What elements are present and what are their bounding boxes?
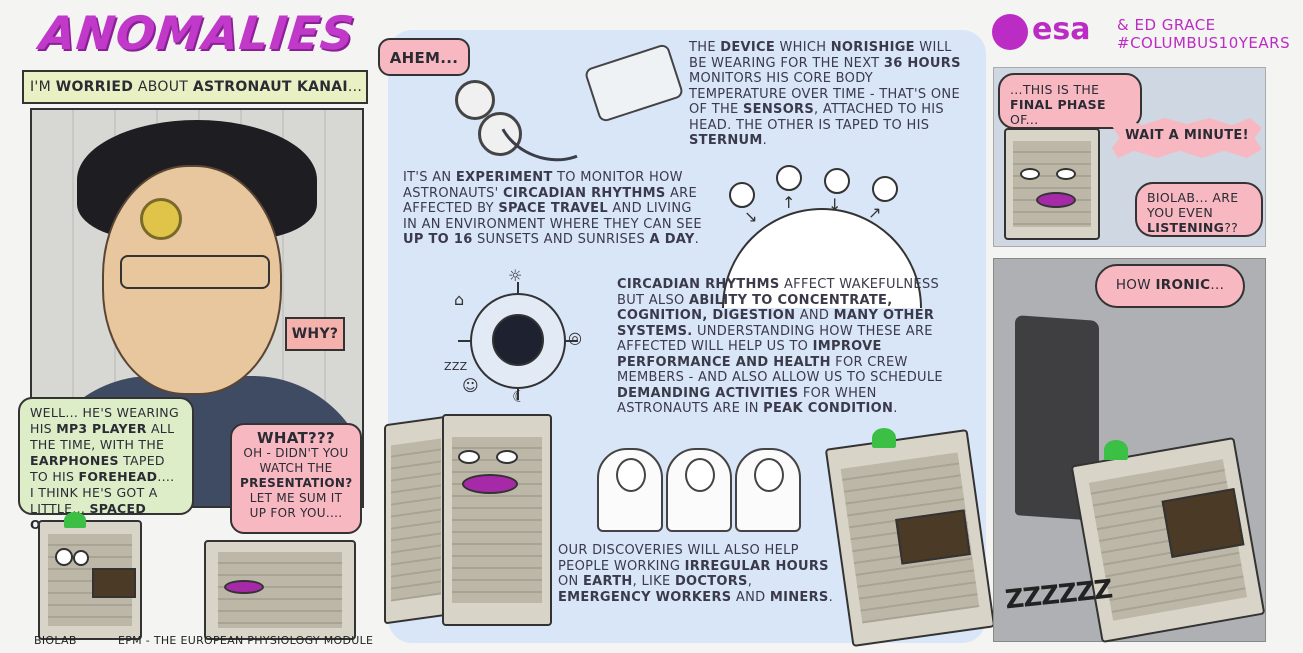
arrow-up-icon: ↗ xyxy=(868,203,882,222)
caption-text: I'M xyxy=(30,79,56,95)
forehead-sensor-icon xyxy=(140,198,182,240)
lips-icon xyxy=(462,474,518,494)
sensor-disc-icon xyxy=(478,112,522,156)
eye-icon xyxy=(496,450,518,464)
biolab-mask xyxy=(895,509,971,565)
plant-icon xyxy=(1104,440,1128,460)
lips-icon xyxy=(224,580,264,594)
thought-bubble-ironic: HOW IRONIC... xyxy=(1095,264,1245,308)
comic-title: ANOMALiES xyxy=(37,6,358,60)
plant-icon xyxy=(872,428,896,448)
moon-icon: ☾ xyxy=(512,387,527,406)
speech-bubble-biolab: WELL... HE'S WEARING HIS MP3 PLAYER ALL … xyxy=(18,397,194,532)
eye-icon xyxy=(1056,168,1076,180)
epm-rack-right xyxy=(1004,128,1100,240)
arrow-down-icon: ↘ xyxy=(744,207,758,226)
caption-bold: ASTRONAUT KANAI xyxy=(192,79,348,95)
lips-icon xyxy=(1036,192,1076,208)
astronaut-helmet-icon xyxy=(492,314,544,366)
caption-text: ... xyxy=(347,79,363,95)
eye-icon xyxy=(458,450,480,464)
epm-rack-large xyxy=(442,414,552,626)
rhythms-text: CIRCADIAN RHYTHMS AFFECT WAKEFULNESS BUT… xyxy=(617,277,943,416)
device-text: THE DEVICE WHICH NORISHIGE WILL BE WEARI… xyxy=(689,40,961,148)
epm-rack-door xyxy=(384,415,448,625)
arrow-down-icon: ↓ xyxy=(828,195,842,214)
sun-icon xyxy=(824,168,850,194)
emergency-worker-icon xyxy=(666,448,732,532)
credit-author: & ED GRACE xyxy=(1117,16,1216,34)
experiment-text: IT'S AN EXPERIMENT TO MONITOR HOW ASTRON… xyxy=(403,170,702,247)
credit: & ED GRACE #COLUMBUS10YEARS xyxy=(1117,16,1290,52)
ahem-bubble: AHEM... xyxy=(378,38,470,76)
caption-bold: WORRIED xyxy=(55,79,134,95)
epm-rack-small xyxy=(204,540,356,640)
caption-text: ABOUT xyxy=(133,79,193,95)
eye-icon xyxy=(73,550,89,566)
sensor-disc-icon xyxy=(455,80,495,120)
glasses xyxy=(120,255,270,289)
panel1-caption: I'M WORRIED ABOUT ASTRONAUT KANAI... xyxy=(22,70,368,104)
sun-icon xyxy=(872,176,898,202)
sleep-face-icon: ☺ xyxy=(462,376,479,395)
speech-bubble-listening: BIOLAB... ARE YOU EVEN LISTENING?? xyxy=(1135,182,1263,237)
sun-small-icon: ☼ xyxy=(508,266,523,285)
speech-bubble-epm: WHAT??? OH - DIDN'T YOU WATCH THE PRESEN… xyxy=(230,423,362,534)
shout-bubble-wait: WAIT A MINUTE! xyxy=(1112,118,1262,158)
esa-logo-text: esa xyxy=(1032,12,1091,47)
epm-label: EPM - THE EUROPEAN PHYSIOLOGY MODULE xyxy=(118,634,374,647)
arrow-up-icon: ↑ xyxy=(782,193,796,212)
why-caption: WHY? xyxy=(285,317,345,351)
esa-logo-icon xyxy=(992,14,1028,50)
biolab-label: BIOLAB xyxy=(34,634,77,647)
plant-icon xyxy=(64,512,86,528)
speech-bubble-final-phase: ...THIS IS THE FINAL PHASE OF... xyxy=(998,73,1142,129)
doctor-icon xyxy=(597,448,663,532)
toilet-icon: ⌂ xyxy=(454,290,465,309)
astronaut-face xyxy=(102,165,282,395)
credit-hashtag: #COLUMBUS10YEARS xyxy=(1117,34,1291,52)
miner-icon xyxy=(735,448,801,532)
zzz-small: ZZZ xyxy=(444,360,468,373)
sun-icon xyxy=(776,165,802,191)
biolab-mask xyxy=(92,568,136,598)
eye-icon xyxy=(1020,168,1040,180)
eye-icon xyxy=(55,548,73,566)
discoveries-text: OUR DISCOVERIES WILL ALSO HELP PEOPLE WO… xyxy=(558,543,834,605)
sun-icon xyxy=(729,182,755,208)
food-plate-icon: ◎ xyxy=(568,328,582,347)
